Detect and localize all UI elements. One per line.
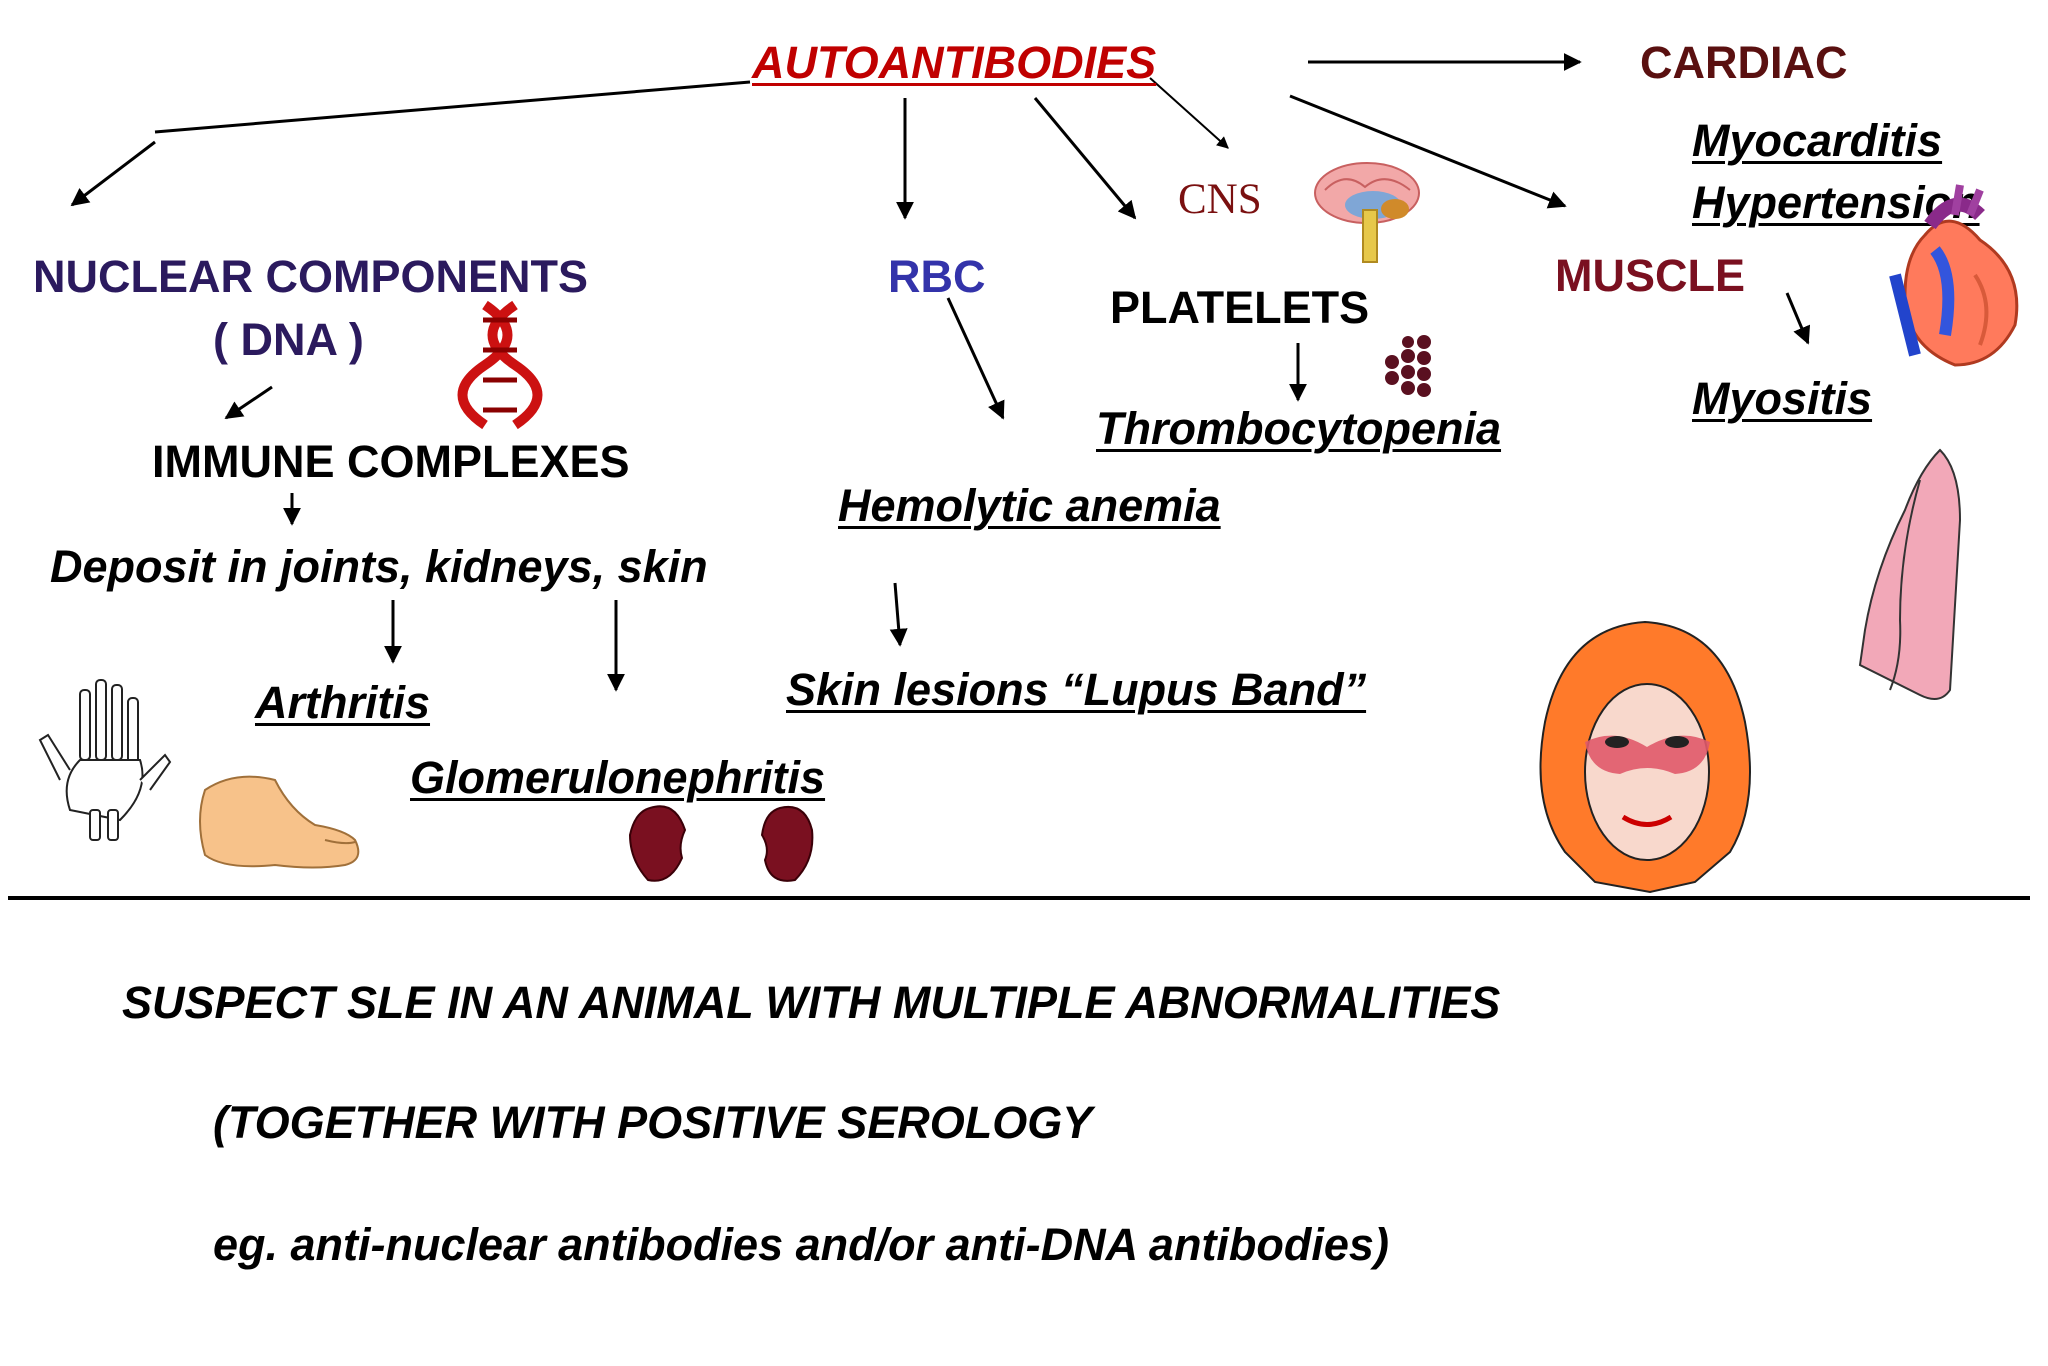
line-root-left xyxy=(154,80,751,134)
arrow-to-immune xyxy=(224,385,273,420)
target-cns: CNS xyxy=(1178,176,1262,223)
footer-line-3: eg. anti-nuclear antibodies and/or anti-… xyxy=(213,1219,1389,1270)
target-nuclear-sub: ( DNA ) xyxy=(213,314,364,365)
effect-deposit: Deposit in joints, kidneys, skin xyxy=(50,541,708,592)
target-muscle: MUSCLE xyxy=(1555,250,1745,301)
effect-immune-complexes: IMMUNE COMPLEXES xyxy=(152,436,630,487)
arrow-to-nuclear xyxy=(70,140,156,207)
brain-icon xyxy=(1314,162,1420,263)
arrow-to-hemolytic xyxy=(946,297,1005,420)
target-cardiac: CARDIAC xyxy=(1640,37,1848,88)
hand-skeleton-icon xyxy=(38,679,172,841)
effect-hemolytic-anemia: Hemolytic anemia xyxy=(838,480,1221,531)
footer-line-2: (TOGETHER WITH POSITIVE SEROLOGY xyxy=(213,1097,1093,1148)
arrow-to-platelets xyxy=(1033,97,1137,220)
platelets-icon xyxy=(1385,335,1431,397)
target-platelets: PLATELETS xyxy=(1110,282,1370,333)
arrow-to-cns xyxy=(1149,77,1229,149)
effect-arthritis: Arthritis xyxy=(255,677,431,728)
arrow-to-muscle xyxy=(1289,94,1567,209)
arrow-to-myositis xyxy=(1785,292,1811,345)
kidney-icon xyxy=(628,805,814,882)
face-icon xyxy=(1539,620,1751,894)
heart-icon xyxy=(1889,184,2019,367)
arrow-to-skin xyxy=(889,582,908,647)
effect-thrombocytopenia: Thrombocytopenia xyxy=(1096,403,1502,454)
muscle-icon xyxy=(1858,448,1962,700)
target-rbc: RBC xyxy=(888,251,986,302)
effect-skin-lesions: Skin lesions “Lupus Band” xyxy=(786,664,1367,715)
foot-icon xyxy=(199,775,360,869)
target-nuclear: NUCLEAR COMPONENTS xyxy=(33,251,589,302)
effect-glomerulonephritis: Glomerulonephritis xyxy=(410,752,826,803)
root-title: AUTOANTIBODIES xyxy=(752,37,1157,88)
footer-line-1: SUSPECT SLE IN AN ANIMAL WITH MULTIPLE A… xyxy=(122,977,1501,1028)
dna-icon xyxy=(457,300,543,430)
effect-myocarditis: Myocarditis xyxy=(1692,115,1943,166)
effect-myositis: Myositis xyxy=(1692,373,1873,424)
